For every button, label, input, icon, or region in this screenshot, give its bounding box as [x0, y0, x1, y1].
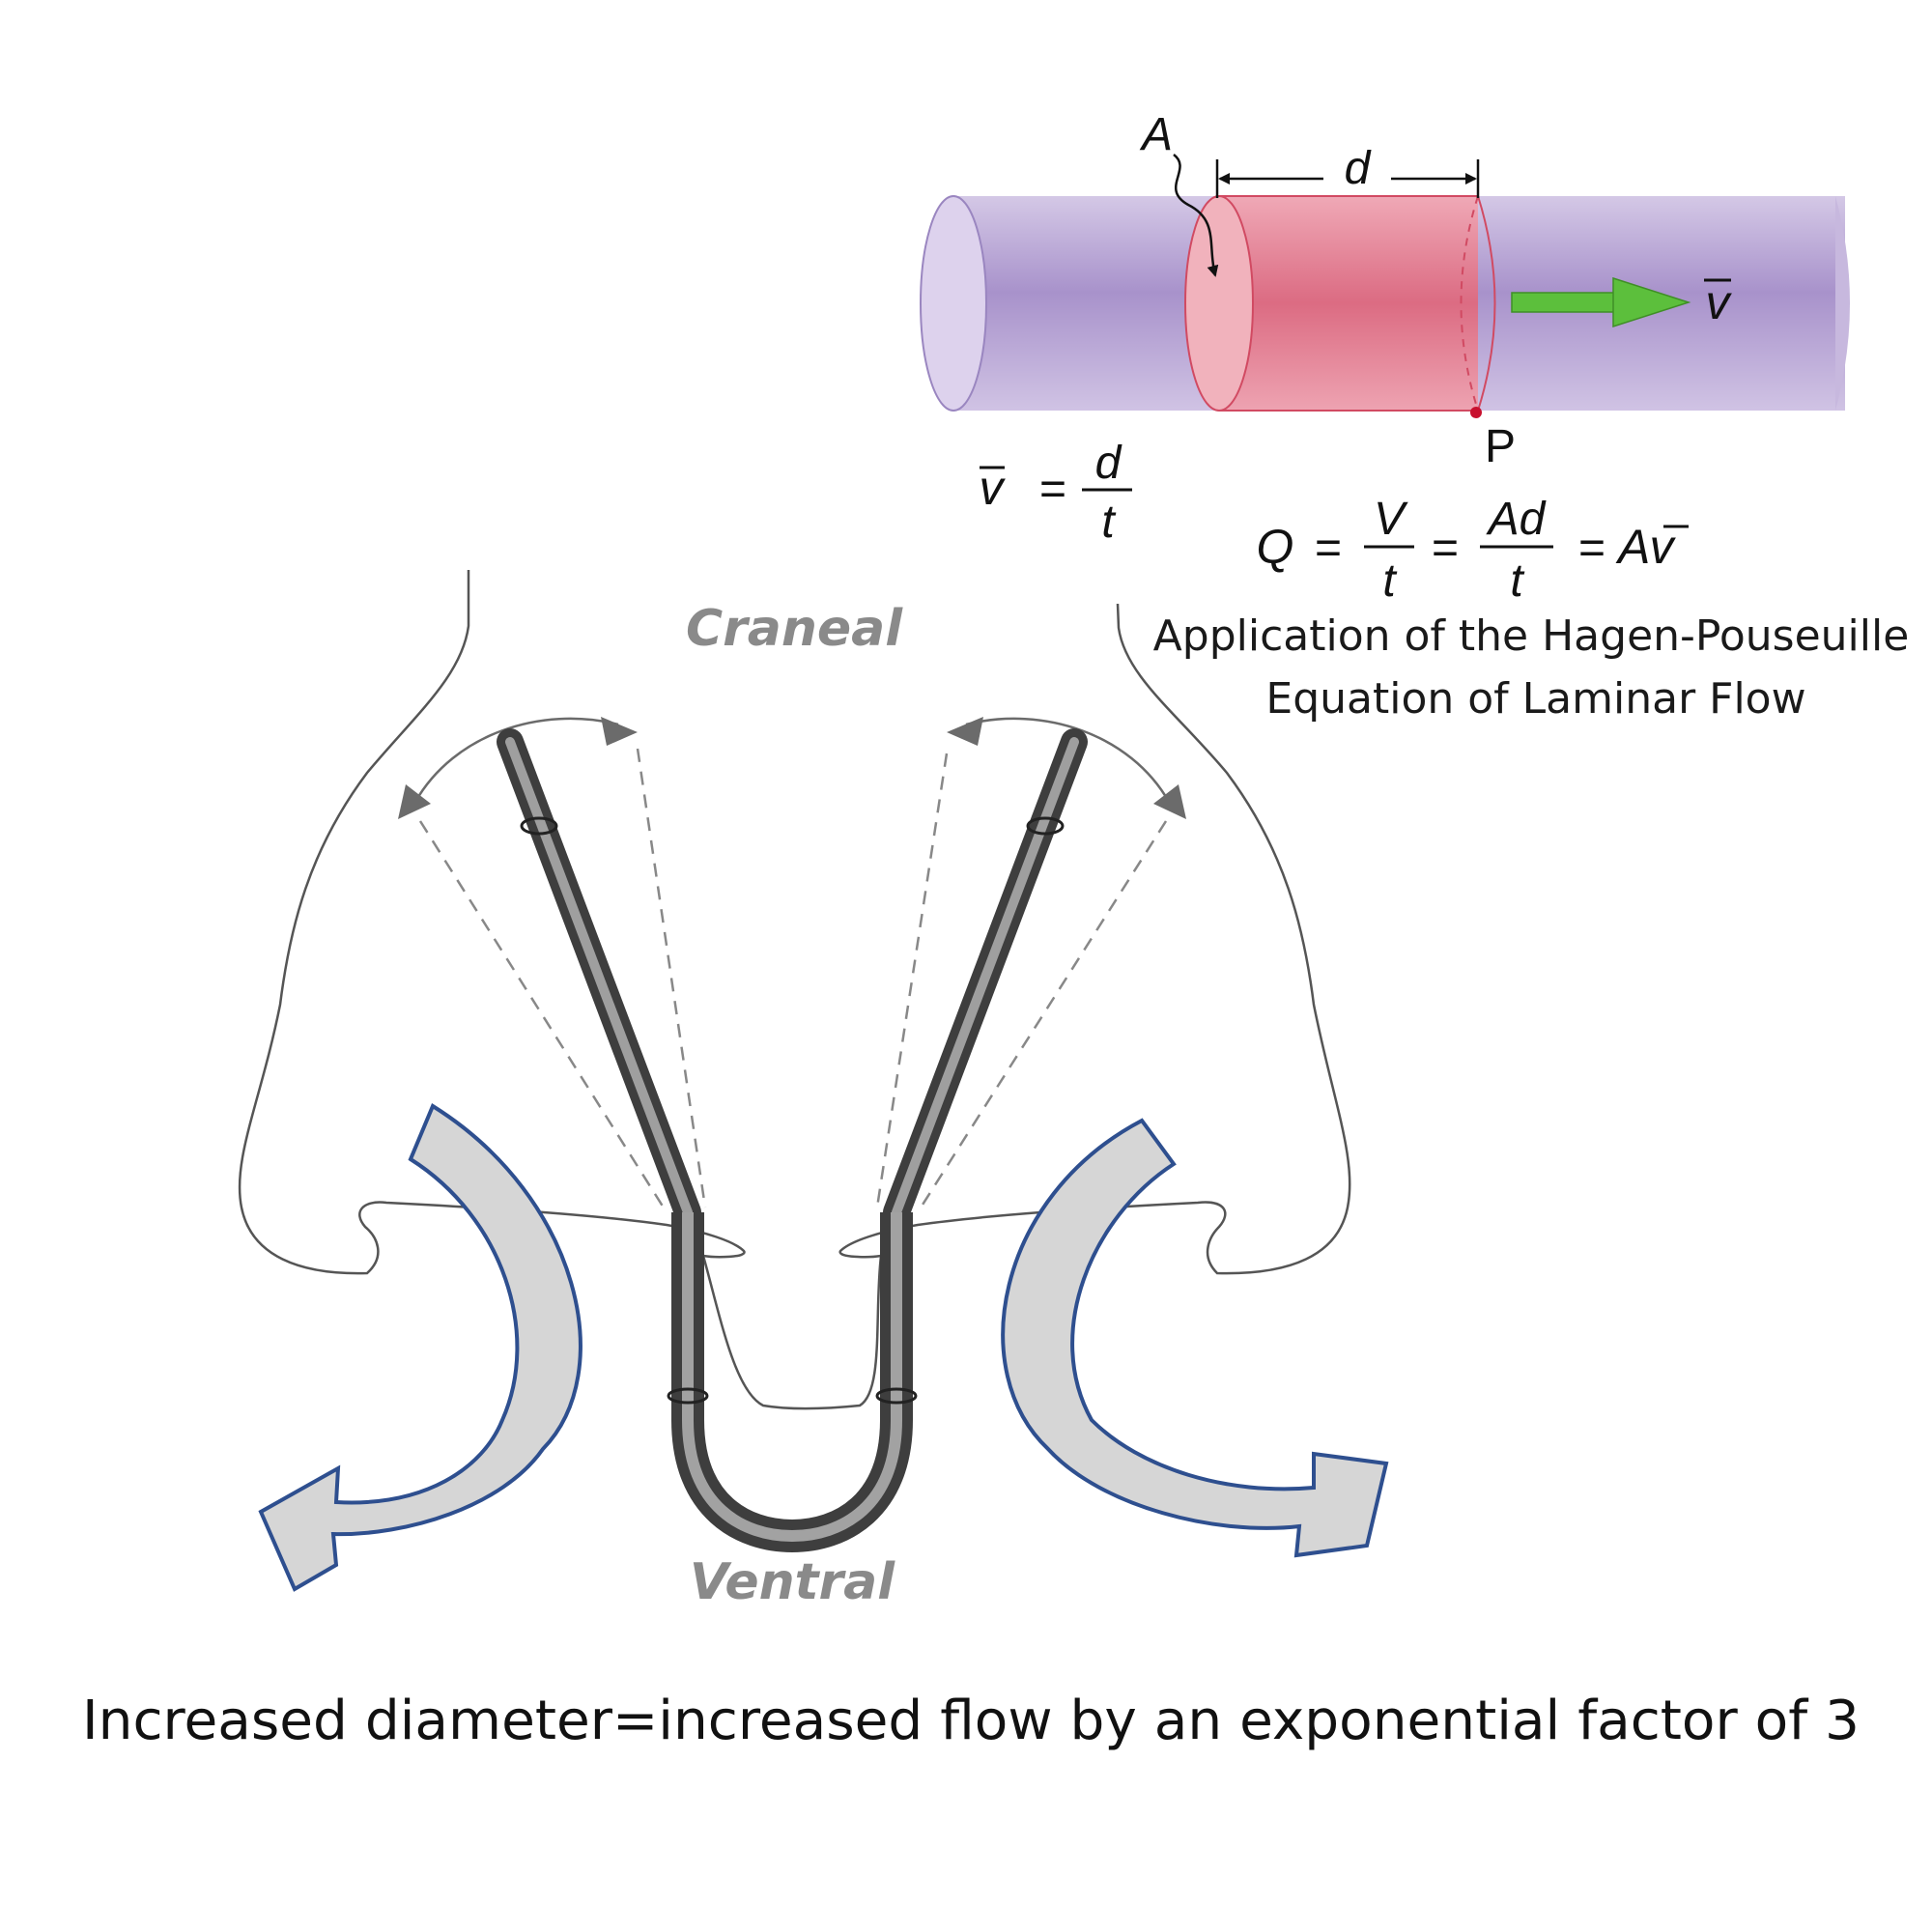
implant-ring-right-upper [1026, 816, 1065, 836]
implant-u-loop [671, 1212, 913, 1553]
fluid-front-face [1184, 195, 1254, 412]
range-arc-left-head-a [398, 784, 431, 819]
label-area: A [1139, 109, 1173, 160]
label-ventral: Ventral [690, 1553, 895, 1611]
fluid-back-edge-dashed [1460, 195, 1479, 412]
flow-arrow-right [1001, 1118, 1389, 1558]
range-line-left-outer [418, 820, 668, 1213]
range-line-left-inner [636, 748, 707, 1208]
flow-caption-line1: Application of the Hagen-Pouseuille [1153, 611, 1910, 661]
eq-v-equals: = [1039, 464, 1066, 515]
eq-q-result: Av [1615, 520, 1676, 574]
eq-q-v-num: V [1374, 494, 1408, 545]
label-velocity: v [1706, 275, 1733, 329]
velocity-arrow-shaft [1511, 292, 1619, 313]
tube-left-end [920, 195, 987, 412]
point-p-marker [1470, 407, 1482, 418]
eq-q: Q [1257, 520, 1294, 574]
flow-caption-line2: Equation of Laminar Flow [1265, 674, 1805, 724]
eq-v-lhs: v [980, 461, 1007, 515]
eq-q-equals-2: = [1432, 523, 1459, 574]
label-distance: d [1345, 143, 1372, 194]
implant-ring-left-lower [667, 1387, 709, 1405]
equation-velocity: v = d t [980, 438, 1132, 548]
implant-left-arm-highlight [505, 737, 693, 1217]
tube-right-end [1835, 196, 1850, 411]
label-point: P [1485, 421, 1516, 472]
label-craneal: Craneal [686, 600, 903, 658]
flow-diagram: A d v P v = d t Q = V t = Ad t = Av [920, 109, 1910, 724]
fluid-back-edge [1477, 195, 1496, 412]
fluid-segment [1217, 196, 1478, 411]
outline-left [238, 570, 746, 1275]
range-arc-left [413, 717, 619, 803]
range-arc-right-head-a [947, 717, 983, 746]
area-pointer [1173, 154, 1219, 277]
eq-q-equals-1: = [1315, 523, 1342, 574]
velocity-arrow-head [1612, 276, 1691, 328]
range-line-right-inner [875, 753, 949, 1208]
eq-v-den: t [1101, 497, 1116, 548]
implant-ring-left-upper [520, 816, 558, 836]
flow-arrow-left [258, 1103, 582, 1592]
range-arc-left-head-b [601, 717, 638, 746]
eq-q-ad-den: t [1510, 555, 1524, 607]
implant-right-arm-highlight [892, 737, 1079, 1217]
implant-u-loop-highlight [682, 1212, 902, 1543]
eq-q-equals-3: = [1578, 523, 1605, 574]
equation-flow: Q = V t = Ad t = Av [1257, 494, 1689, 607]
anatomy-diagram: Craneal Ventral [238, 570, 1389, 1611]
range-arc-right-head-b [1153, 784, 1186, 819]
eq-v-num: d [1095, 438, 1122, 489]
outline-right [838, 603, 1351, 1275]
eq-q-ad-num: Ad [1486, 494, 1547, 545]
eq-q-v-den: t [1382, 555, 1397, 607]
footer-caption: Increased diameter=increased flow by an … [82, 1690, 1860, 1752]
outline-inner-u [701, 1255, 883, 1410]
range-arc-right [965, 717, 1171, 803]
implant-ring-right-lower [875, 1387, 918, 1405]
range-line-right-outer [916, 820, 1168, 1213]
